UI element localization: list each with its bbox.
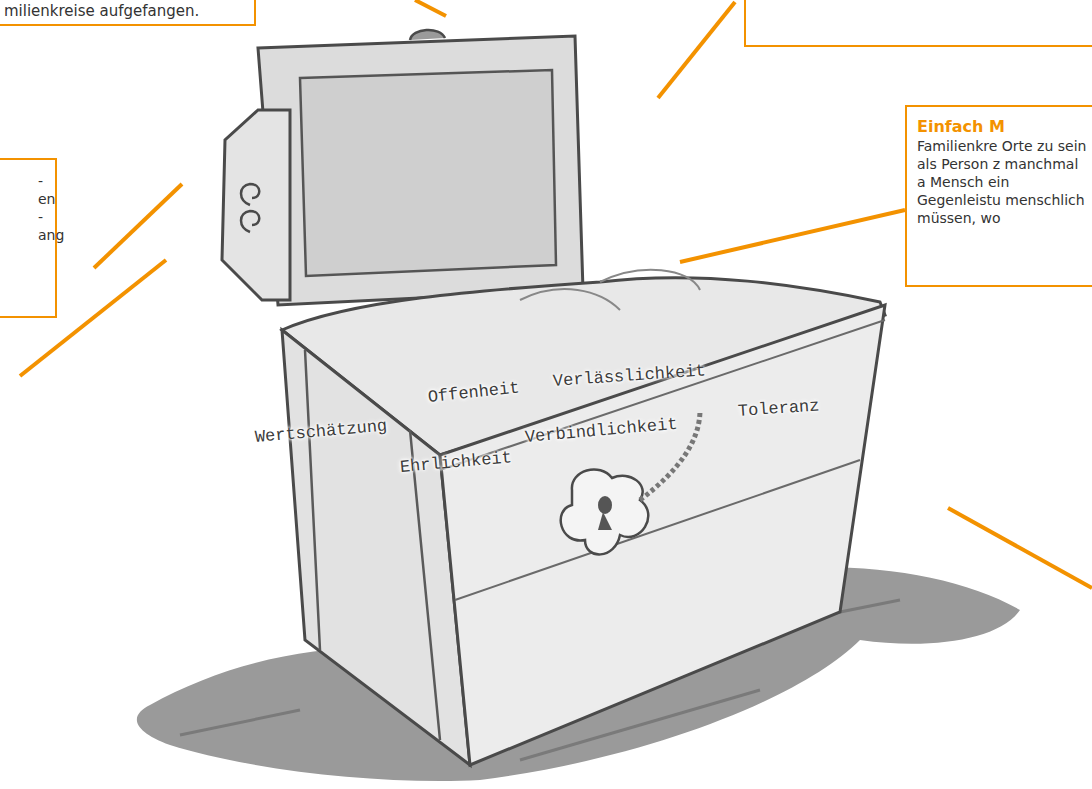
box-body: Familienkre Orte zu sein als Person z ma… xyxy=(917,137,1089,227)
chest-front xyxy=(440,305,885,765)
keyhole xyxy=(598,512,612,530)
leader-line xyxy=(415,0,446,16)
lid-latch xyxy=(410,30,445,40)
lid-bracket xyxy=(222,110,290,300)
leader-lines xyxy=(20,0,1092,588)
keyhole xyxy=(598,496,612,514)
spiral xyxy=(241,211,259,232)
text-box: milienkreise aufgefangen. xyxy=(0,0,256,26)
cut-off-box xyxy=(745,0,1092,46)
chest-lid-inner xyxy=(300,70,556,276)
box-heading: Einfach M xyxy=(917,117,1089,137)
box-body: - en - ang xyxy=(38,172,53,244)
text-box: Einfach MFamilienkre Orte zu sein als Pe… xyxy=(905,105,1092,287)
leader-line xyxy=(948,508,1092,588)
leader-line xyxy=(680,210,905,262)
text-box: - en - ang xyxy=(0,158,57,318)
chest-lid xyxy=(258,36,583,305)
leader-line xyxy=(658,2,735,98)
box-body: milienkreise aufgefangen. xyxy=(4,2,250,20)
spiral xyxy=(241,184,259,205)
side-plank xyxy=(305,350,440,740)
leader-line xyxy=(94,184,182,268)
treasure-sketch xyxy=(520,270,700,310)
lock-plate xyxy=(561,469,649,554)
